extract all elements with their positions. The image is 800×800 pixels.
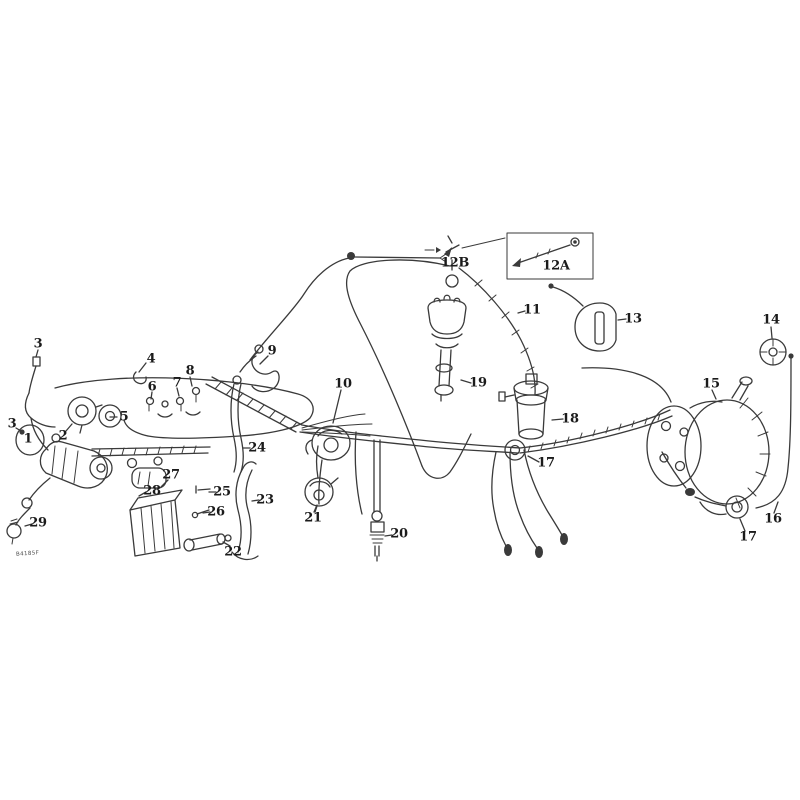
callout-25: 25 — [213, 484, 231, 500]
harness-branch-24 — [230, 355, 257, 473]
screw-26 — [191, 509, 210, 519]
callout-27: 27 — [162, 467, 180, 483]
horn-13 — [548, 283, 617, 352]
bulb-29 — [6, 477, 51, 545]
callout-3-upper: 3 — [33, 336, 43, 352]
jumper-wire — [249, 252, 447, 361]
terminal-cluster — [145, 386, 201, 418]
oring-17-right — [725, 495, 749, 519]
callout-9: 9 — [267, 343, 277, 359]
wire-16 — [581, 353, 794, 509]
callout-19: 19 — [469, 375, 487, 391]
callout-18: 18 — [561, 411, 579, 427]
callout-14: 14 — [762, 312, 780, 328]
callout-23: 23 — [256, 492, 274, 508]
distributor-19 — [427, 294, 467, 402]
pulley-14 — [759, 338, 787, 366]
big-wire-loop — [346, 235, 506, 479]
terminal-wire-right — [661, 451, 727, 507]
lead-wires — [491, 449, 568, 558]
ignition-coil-18 — [498, 373, 549, 440]
grommet-17-left — [504, 439, 526, 461]
callout-21: 21 — [304, 510, 322, 526]
callout-6: 6 — [147, 379, 157, 395]
callout-15: 15 — [702, 376, 720, 392]
callout-17-left: 17 — [537, 455, 555, 471]
relay-27 — [126, 456, 167, 489]
bolt-25 — [195, 485, 211, 494]
callout-28: 28 — [143, 483, 161, 499]
clamp-21 — [304, 477, 339, 513]
callout-11: 11 — [523, 302, 541, 318]
regulator-28 — [129, 489, 183, 557]
fuse-holder-22 — [183, 533, 232, 552]
spark-plug-20 — [354, 431, 385, 562]
main-harness — [91, 376, 673, 457]
battery-cable-11 — [458, 267, 539, 395]
callout-24: 24 — [248, 440, 266, 456]
callout-12b: 12B — [440, 255, 470, 271]
callout-29: 29 — [29, 515, 47, 531]
highlight-circle — [15, 424, 45, 456]
switch-cluster — [67, 396, 122, 434]
callout-8: 8 — [185, 363, 195, 379]
alternator-15 — [646, 376, 771, 516]
callout-1: 1 — [23, 431, 33, 447]
callout-10: 10 — [334, 376, 352, 392]
inset-box-12a — [506, 232, 594, 280]
callout-13: 13 — [624, 311, 642, 327]
callout-17-right: 17 — [739, 529, 757, 545]
starter-motor — [39, 433, 113, 489]
callout-26: 26 — [207, 504, 225, 520]
bracket-23 — [231, 461, 259, 561]
callout-2: 2 — [58, 428, 68, 444]
callout-3-lower: 3 — [7, 416, 17, 432]
callout-4: 4 — [146, 351, 156, 367]
callout-22: 22 — [224, 544, 242, 560]
callout-7: 7 — [172, 375, 182, 391]
callout-5: 5 — [119, 409, 129, 425]
leader-lines — [15, 310, 779, 547]
callout-12a: 12A — [542, 258, 570, 274]
callout-16: 16 — [764, 511, 782, 527]
callout-20: 20 — [390, 526, 408, 542]
